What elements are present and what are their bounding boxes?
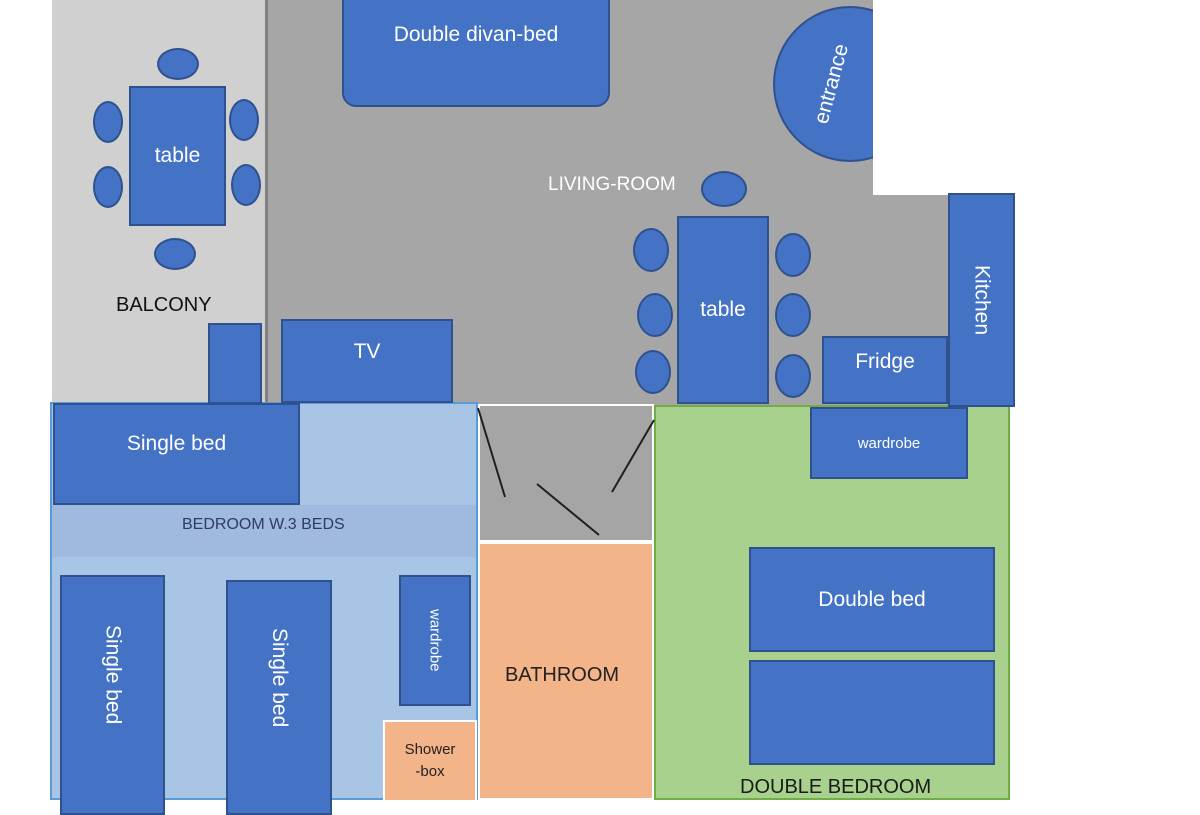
single-bed-middle[interactable]: Single bed bbox=[226, 580, 332, 815]
wardrobe-bedroom[interactable]: wardrobe bbox=[399, 575, 471, 706]
single-bed-top[interactable]: Single bed bbox=[53, 403, 300, 505]
bedroom-3-beds-label: BEDROOM W.3 BEDS bbox=[182, 516, 345, 533]
balcony-label: BALCONY bbox=[116, 294, 212, 316]
tv-label: TV bbox=[353, 340, 381, 363]
balcony-chair-top bbox=[157, 48, 199, 80]
double-divan-bed-label: Double divan-bed bbox=[393, 23, 559, 46]
double-divan-bed[interactable]: Double divan-bed bbox=[342, 0, 610, 107]
double-bed-top[interactable]: Double bed bbox=[749, 547, 995, 652]
balcony-chair-right-2 bbox=[231, 164, 261, 206]
fridge[interactable]: Fridge bbox=[822, 336, 948, 404]
balcony-cabinet[interactable] bbox=[208, 323, 262, 404]
wardrobe-bedroom-label: wardrobe bbox=[426, 609, 444, 672]
shower-box[interactable]: Shower-box bbox=[383, 720, 477, 802]
fridge-label: Fridge bbox=[855, 350, 915, 373]
living-room-table-label: table bbox=[700, 298, 746, 321]
balcony-chair-left-1 bbox=[93, 101, 123, 143]
double-bed-label: Double bed bbox=[818, 587, 926, 611]
balcony-chair-left-2 bbox=[93, 166, 123, 208]
bathroom-label: BATHROOM bbox=[505, 664, 620, 686]
living-table-chair-right-2 bbox=[775, 293, 811, 337]
kitchen[interactable]: Kitchen bbox=[948, 193, 1015, 407]
single-bed-left[interactable]: Single bed bbox=[60, 575, 165, 815]
double-bed-bottom[interactable] bbox=[749, 660, 995, 765]
single-bed-left-label: Single bed bbox=[101, 625, 125, 725]
wardrobe-double-label: wardrobe bbox=[857, 434, 921, 452]
bedroom-3-beds-band bbox=[52, 505, 476, 557]
wardrobe-double-bedroom[interactable]: wardrobe bbox=[810, 407, 968, 479]
shower-box-label: Shower-box bbox=[404, 741, 456, 780]
living-room-label: LIVING-ROOM bbox=[548, 174, 676, 195]
hall-floor bbox=[478, 404, 654, 542]
entrance-label: entrance bbox=[809, 41, 854, 127]
balcony-table-label: table bbox=[154, 144, 201, 167]
living-table-chair-left-1 bbox=[633, 228, 669, 272]
single-bed-middle-label: Single bed bbox=[268, 627, 291, 728]
living-table-chair-right-1 bbox=[775, 233, 811, 277]
living-table-chair-left-3 bbox=[635, 350, 671, 394]
tv-unit[interactable]: TV bbox=[281, 319, 453, 403]
kitchen-label: Kitchen bbox=[970, 264, 994, 336]
single-bed-top-label: Single bed bbox=[126, 432, 227, 455]
balcony-chair-right-1 bbox=[229, 99, 259, 141]
entrance-outside bbox=[873, 0, 1200, 195]
balcony-chair-bottom bbox=[154, 238, 196, 270]
balcony-table[interactable]: table bbox=[129, 86, 226, 226]
double-bedroom-label: DOUBLE BEDROOM bbox=[740, 776, 932, 798]
living-room-table[interactable]: table bbox=[677, 216, 769, 404]
living-table-chair-left-2 bbox=[637, 293, 673, 337]
living-table-chair-right-3 bbox=[775, 354, 811, 398]
bathroom-floor bbox=[478, 542, 654, 800]
living-table-chair-top bbox=[701, 171, 747, 207]
